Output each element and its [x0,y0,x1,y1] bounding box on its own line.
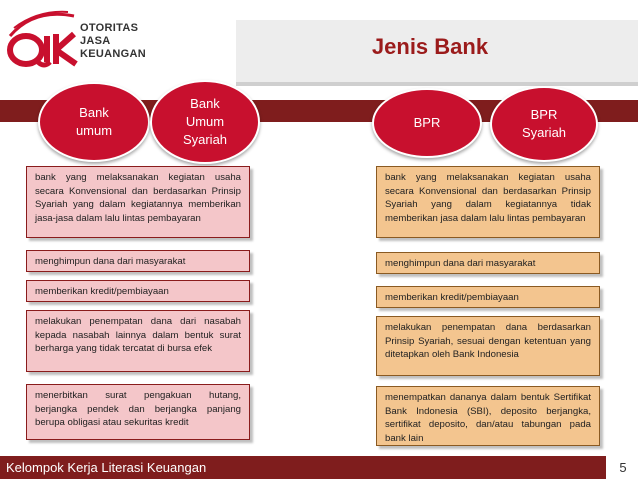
oval-line: BPR [413,115,441,130]
page-number: 5 [619,460,627,475]
bpr-syariah-oval: BPR Syariah [490,86,598,162]
oval-line: BPR [530,107,558,122]
left-box-deposit: menghimpun dana dari masyarakat [26,250,250,272]
header-band [236,20,638,86]
left-box-credit: memberikan kredit/pembiayaan [26,280,250,302]
right-box-deposit: menghimpun dana dari masyarakat [376,252,600,274]
left-box-debt: menerbitkan surat pengakuan hutang, berj… [26,384,250,440]
oval-line: Umum [185,114,225,129]
right-box-placement: melakukan penempatan dana berdasarkan Pr… [376,316,600,376]
ojk-logo-mark-icon [7,10,78,68]
left-box-placement: melakukan penempatan dana dari nasabah k… [26,310,250,372]
ojk-logo [4,6,204,78]
right-box-definition: bank yang melaksanakan kegiatan usaha se… [376,166,600,238]
right-box-sbi: menempatkan dananya dalam bentuk Sertifi… [376,386,600,446]
oval-line: Bank [79,105,109,120]
header-underline [236,82,638,86]
footer-text: Kelompok Kerja Literasi Keuangan [0,456,606,479]
logo-line-2: JASA [80,35,111,47]
logo-line-1: OTORITAS [80,22,139,34]
bank-umum-syariah-oval: Bank Umum Syariah [150,80,260,164]
bank-umum-oval: Bank umum [38,82,150,162]
ojk-logo-text: OTORITAS JASA KEUANGAN [80,22,220,61]
page-title: Jenis Bank [371,34,489,59]
oval-line: Syariah [521,125,567,140]
logo-line-3: KEUANGAN [80,48,146,60]
bpr-oval: BPR [372,88,482,158]
left-box-definition: bank yang melaksanakan kegiatan usaha se… [26,166,250,238]
right-box-credit: memberikan kredit/pembiayaan [376,286,600,308]
oval-line: Syariah [182,132,228,147]
oval-line: umum [75,123,113,138]
oval-line: Bank [190,96,220,111]
